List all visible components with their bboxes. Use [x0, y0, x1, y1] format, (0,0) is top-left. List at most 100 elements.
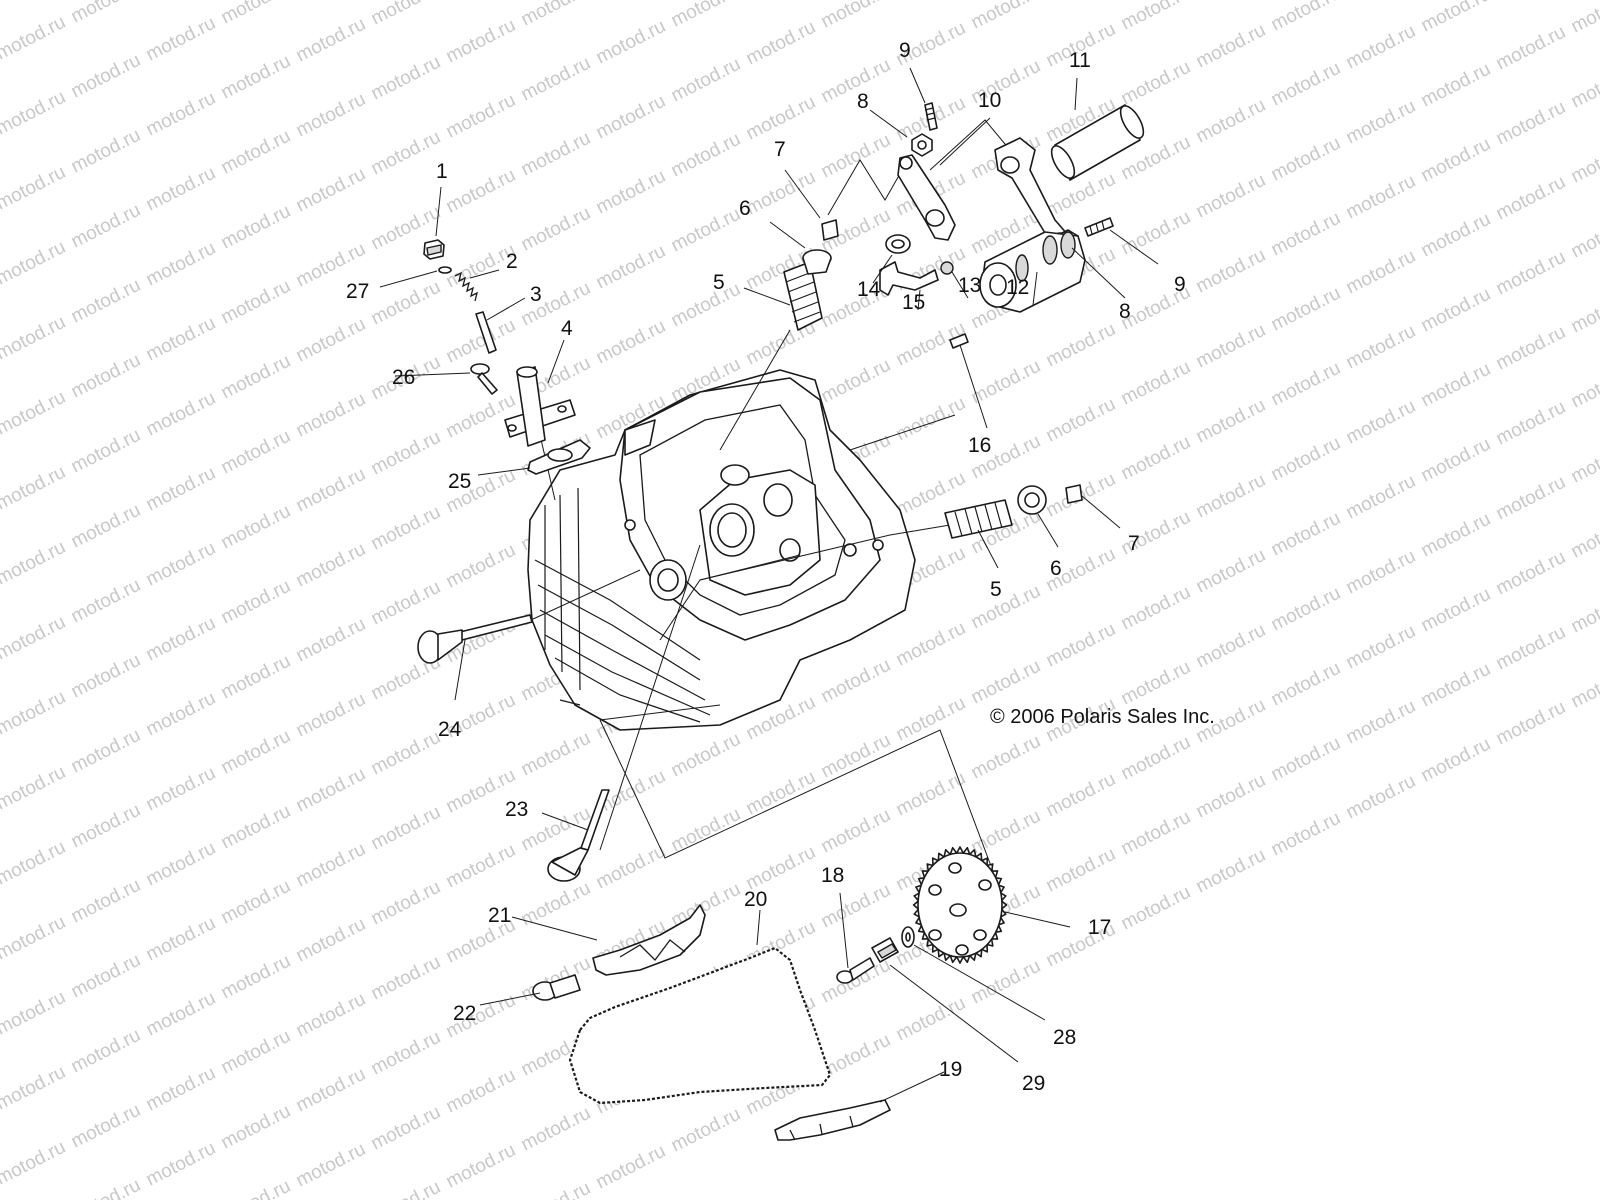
- watermark-text: motod.ru: [818, 805, 894, 858]
- spring-2: [454, 271, 478, 302]
- watermark-text: motod.ru: [1493, 97, 1569, 150]
- watermark-text: motod.ru: [0, 612, 69, 665]
- watermark-text: motod.ru: [668, 729, 744, 782]
- watermark-text: motod.ru: [293, 14, 369, 67]
- callout-2: 2: [506, 250, 518, 273]
- watermark-text: motod.ru: [1193, 395, 1269, 448]
- watermark-text: motod.ru: [1493, 397, 1569, 450]
- callout-29: 29: [1022, 1072, 1045, 1095]
- watermark-text: motod.ru: [1418, 209, 1494, 262]
- watermark-text: motod.ru: [218, 501, 294, 554]
- callout-6-top: 6: [739, 197, 751, 220]
- callout-19: 19: [939, 1058, 962, 1081]
- watermark-text: motod.ru: [1118, 807, 1194, 860]
- watermark-text: motod.ru: [1118, 357, 1194, 410]
- sprocket-bushing: [871, 937, 899, 963]
- watermark-text: motod.ru: [668, 1104, 744, 1157]
- watermark-text: motod.ru: [68, 950, 144, 1003]
- watermark-text: motod.ru: [368, 52, 444, 105]
- watermark-text: motod.ru: [368, 1177, 444, 1200]
- sprocket-bolt: [836, 957, 875, 984]
- watermark-text: motod.ru: [743, 167, 819, 220]
- callout-23: 23: [505, 798, 528, 821]
- dowel-pin: [949, 333, 969, 349]
- watermark-text: motod.ru: [593, 16, 669, 69]
- watermark-text: motod.ru: [1343, 96, 1419, 149]
- watermark-text: motod.ru: [0, 687, 69, 740]
- callout-21: 21: [488, 904, 511, 927]
- watermark-text: motod.ru: [1568, 360, 1600, 413]
- watermark-text: motod.ru: [368, 952, 444, 1005]
- callout-3: 3: [530, 283, 542, 306]
- chain-guide: [774, 1099, 891, 1141]
- watermark-text: motod.ru: [893, 693, 969, 746]
- adjuster-screw-top: [924, 102, 938, 131]
- callout-26: 26: [392, 366, 415, 389]
- watermark-text: motod.ru: [1193, 170, 1269, 223]
- watermark-text: motod.ru: [1268, 58, 1344, 111]
- watermark-text: motod.ru: [293, 89, 369, 142]
- watermark-text: motod.ru: [0, 537, 69, 590]
- watermark-text: motod.ru: [1343, 771, 1419, 824]
- callout-10: 10: [978, 89, 1001, 112]
- watermark-text: motod.ru: [968, 0, 1044, 33]
- watermark-text: motod.ru: [1268, 433, 1344, 486]
- watermark-text: motod.ru: [0, 762, 69, 815]
- watermark-text: motod.ru: [1568, 285, 1600, 338]
- watermark-text: motod.ru: [218, 276, 294, 329]
- watermark-text: motod.ru: [593, 1141, 669, 1194]
- watermark-text: motod.ru: [743, 767, 819, 820]
- callout-25: 25: [448, 470, 471, 493]
- watermark-text: motod.ru: [818, 130, 894, 183]
- watermark-text: motod.ru: [1118, 882, 1194, 935]
- watermark-text: motod.ru: [968, 731, 1044, 784]
- watermark-text: motod.ru: [368, 427, 444, 480]
- watermark-text: motod.ru: [143, 313, 219, 366]
- watermark-text: motod.ru: [218, 0, 294, 28]
- watermark-text: motod.ru: [1268, 283, 1344, 336]
- tensioner-body: [504, 366, 576, 447]
- watermark-text: motod.ru: [143, 238, 219, 291]
- callout-11: 11: [1069, 49, 1091, 72]
- watermark-text: motod.ru: [143, 763, 219, 816]
- watermark-text: motod.ru: [818, 730, 894, 783]
- watermark-text: motod.ru: [1343, 621, 1419, 674]
- keeper-right: [1065, 484, 1083, 504]
- watermark-text: motod.ru: [443, 90, 519, 143]
- watermark-text: motod.ru: [368, 277, 444, 330]
- callout-9-top: 9: [899, 39, 911, 62]
- callout-8-top: 8: [857, 90, 869, 113]
- watermark-text: motod.ru: [1043, 319, 1119, 372]
- watermark-text: motod.ru: [1193, 95, 1269, 148]
- watermark-text: motod.ru: [1493, 547, 1569, 600]
- watermark-text: motod.ru: [218, 876, 294, 929]
- callout-24: 24: [438, 718, 462, 741]
- callout-20: 20: [744, 888, 767, 911]
- watermark-text: motod.ru: [1343, 696, 1419, 749]
- callout-8-right: 8: [1119, 300, 1131, 323]
- watermark-text: motod.ru: [218, 801, 294, 854]
- watermark-text: motod.ru: [1568, 0, 1600, 37]
- watermark-text: motod.ru: [68, 875, 144, 928]
- watermark-text: motod.ru: [143, 13, 219, 66]
- watermark-text: motod.ru: [68, 350, 144, 403]
- watermark-text: motod.ru: [0, 12, 69, 65]
- watermark-text: motod.ru: [968, 581, 1044, 634]
- watermark-text: motod.ru: [1343, 546, 1419, 599]
- watermark-text: motod.ru: [593, 166, 669, 219]
- watermark-text: motod.ru: [1118, 0, 1194, 34]
- watermark-text: motod.ru: [1193, 620, 1269, 673]
- watermark-text: motod.ru: [68, 1025, 144, 1078]
- tensioner-gasket: [527, 439, 591, 475]
- callout-9-right: 9: [1174, 273, 1186, 296]
- watermark-text: motod.ru: [293, 989, 369, 1042]
- watermark-text: motod.ru: [1568, 60, 1600, 113]
- watermark-text: motod.ru: [68, 575, 144, 628]
- watermark-text: motod.ru: [743, 92, 819, 145]
- watermark-text: motod.ru: [1493, 247, 1569, 300]
- watermark-text: motod.ru: [743, 17, 819, 70]
- watermark-text: motod.ru: [0, 912, 69, 965]
- watermark-text: motod.ru: [668, 279, 744, 332]
- watermark-text: motod.ru: [368, 0, 444, 29]
